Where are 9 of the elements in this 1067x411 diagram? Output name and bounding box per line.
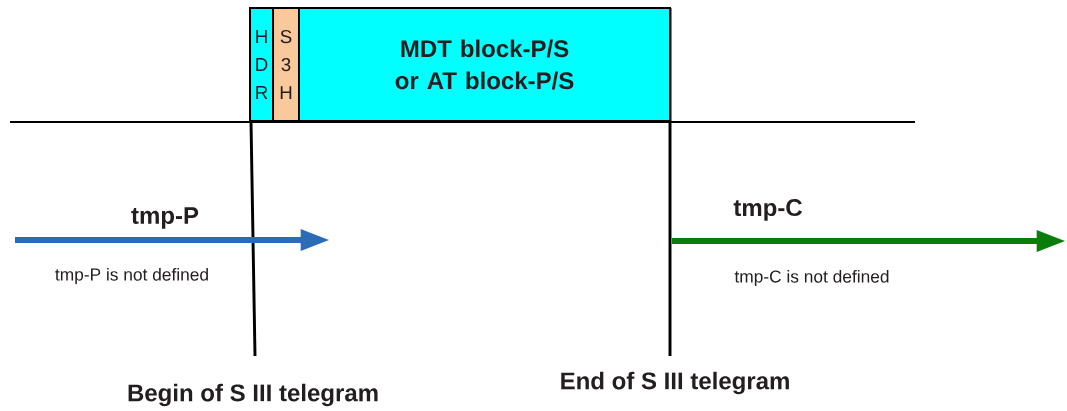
label-text: tmp-C bbox=[733, 199, 802, 221]
header-cell: S 3 H bbox=[272, 7, 300, 122]
label-text: Begin of S III telegram bbox=[128, 383, 378, 407]
label-text: tmp-P bbox=[131, 207, 199, 229]
header-cell: H D R bbox=[249, 7, 274, 122]
label-text: tmp-P is not defined bbox=[55, 267, 208, 285]
block-box: MDT block-P/S or AT block-P/S bbox=[298, 7, 671, 122]
label-text: End of S III telegram bbox=[561, 371, 789, 395]
label-text: tmp-C is not defined bbox=[734, 269, 889, 287]
